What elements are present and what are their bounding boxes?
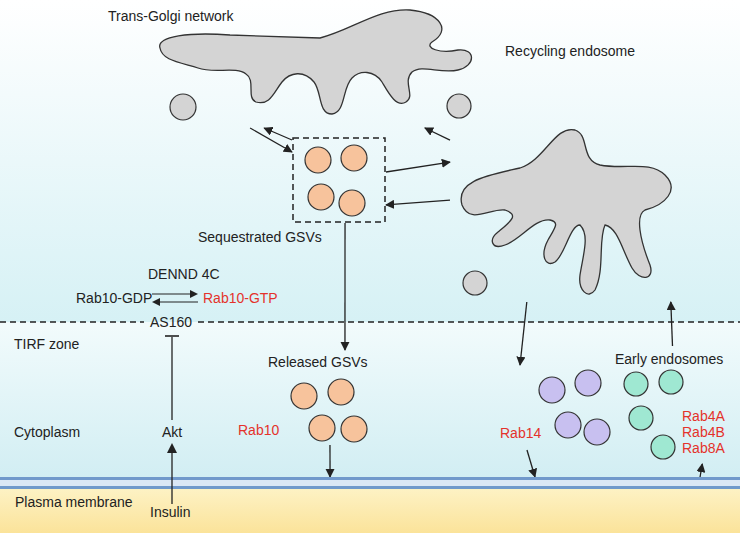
node-label: Sequestrated GSVs <box>198 229 322 245</box>
inhibition-bar <box>165 335 179 337</box>
transport-arrow <box>344 223 345 350</box>
transport-arrow <box>671 302 673 346</box>
vesicle <box>308 184 334 210</box>
text-holder: Rab10-GTP <box>203 290 278 306</box>
annotation-label: Cytoplasm <box>14 424 80 440</box>
vesicle <box>575 370 601 396</box>
vesicle-group: Early endosomesRab4A Rab4B Rab8A <box>612 346 733 464</box>
text-holder: Plasma membrane <box>15 494 133 510</box>
protein-label: Rab10 <box>238 422 279 438</box>
transport-arrow <box>329 445 330 477</box>
vesicle <box>447 94 471 118</box>
membrane-band: Plasma membrane <box>0 477 740 489</box>
vesicle <box>659 370 683 394</box>
membrane-line <box>0 477 740 480</box>
vesicle <box>309 415 335 441</box>
transport-arrow <box>386 162 450 172</box>
text-holder: Insulin <box>150 504 190 520</box>
text-holder: Rab14 <box>500 425 541 441</box>
endosome-shape-drawing <box>450 40 690 302</box>
vesicle <box>305 147 331 173</box>
annotation-label: Akt <box>162 424 182 440</box>
vesicle-box-drawing <box>292 137 386 223</box>
vesicle <box>624 372 648 396</box>
annotation-label: DENND 4C <box>148 266 220 282</box>
vesicle-group: Rab14 <box>495 365 613 450</box>
vesicle <box>328 379 354 405</box>
vesicle <box>584 419 610 445</box>
text-holder: Released GSVs <box>268 354 368 370</box>
annotation-label: AS160 <box>150 314 192 330</box>
cytosol-ground <box>0 0 740 322</box>
vesicle <box>651 435 675 459</box>
arrow-head <box>152 298 160 306</box>
text-holder: Akt <box>162 424 182 440</box>
signal-line <box>171 446 172 504</box>
node-label: Recycling endosome <box>505 43 635 59</box>
tirf-boundary <box>0 321 144 323</box>
text-holder: Trans-Golgi network <box>108 8 234 24</box>
tirf-boundary <box>198 321 740 323</box>
tirf-ground <box>0 322 740 477</box>
transport-arrow <box>527 450 535 477</box>
transport-arrow <box>520 302 527 365</box>
vesicle <box>291 383 317 409</box>
dashed-box <box>293 138 385 222</box>
text-holder: Recycling endosome <box>505 43 635 59</box>
golgi-shape: Trans-Golgi network <box>100 4 480 128</box>
vesicle <box>170 94 196 120</box>
membrane-line <box>0 486 740 489</box>
vesicle <box>341 416 367 442</box>
text-holder: Rab4A Rab4B Rab8A <box>682 408 730 456</box>
annotation-label: Rab10-GDP <box>76 290 152 306</box>
transport-arrow <box>250 128 292 152</box>
protein-label: Rab10-GTP <box>203 290 278 306</box>
vesicle-box: Sequestrated GSVs <box>292 137 386 223</box>
transport-arrow <box>386 200 450 205</box>
protein-label: Rab4A Rab4B Rab8A <box>682 408 730 456</box>
text-holder: TIRF zone <box>14 336 79 352</box>
node-label: Trans-Golgi network <box>108 8 234 24</box>
vesicle <box>629 406 653 430</box>
vesicle <box>555 412 581 438</box>
vesicle <box>341 145 367 171</box>
transport-arrow <box>700 464 702 477</box>
transport-arrow <box>425 128 450 140</box>
text-holder: Cytoplasm <box>14 424 80 440</box>
vesicle-group: Released GSVsRab10 <box>262 350 374 445</box>
node-label: Early endosomes <box>615 351 723 367</box>
text-holder: Rab10-GDP <box>76 290 152 306</box>
golgi-outline <box>160 10 472 114</box>
node-label: Plasma membrane <box>15 494 133 510</box>
transport-arrow <box>264 128 292 140</box>
text-holder: Early endosomes <box>615 351 723 367</box>
node-label: Released GSVs <box>268 354 368 370</box>
protein-label: Rab14 <box>500 425 541 441</box>
membrane-ground <box>0 489 740 533</box>
arrow-head <box>167 443 177 453</box>
vesicle <box>463 271 487 295</box>
membrane-fill <box>0 477 740 489</box>
arrow-head <box>190 290 198 298</box>
membrane-band-drawing <box>0 477 740 489</box>
vesicle <box>539 377 565 403</box>
text-holder: DENND 4C <box>148 266 220 282</box>
annotation-label: TIRF zone <box>14 336 79 352</box>
text-holder: Rab10 <box>238 422 279 438</box>
equilibrium-arrow <box>152 293 196 294</box>
equilibrium-arrow <box>154 301 198 302</box>
vesicle <box>339 190 365 216</box>
text-holder: Sequestrated GSVs <box>198 229 322 245</box>
inhibition-line <box>171 337 172 420</box>
endosome-shape: Recycling endosome <box>450 40 690 302</box>
annotation-label: Insulin <box>150 504 190 520</box>
text-holder: AS160 <box>150 314 192 330</box>
endosome-outline <box>461 130 671 295</box>
